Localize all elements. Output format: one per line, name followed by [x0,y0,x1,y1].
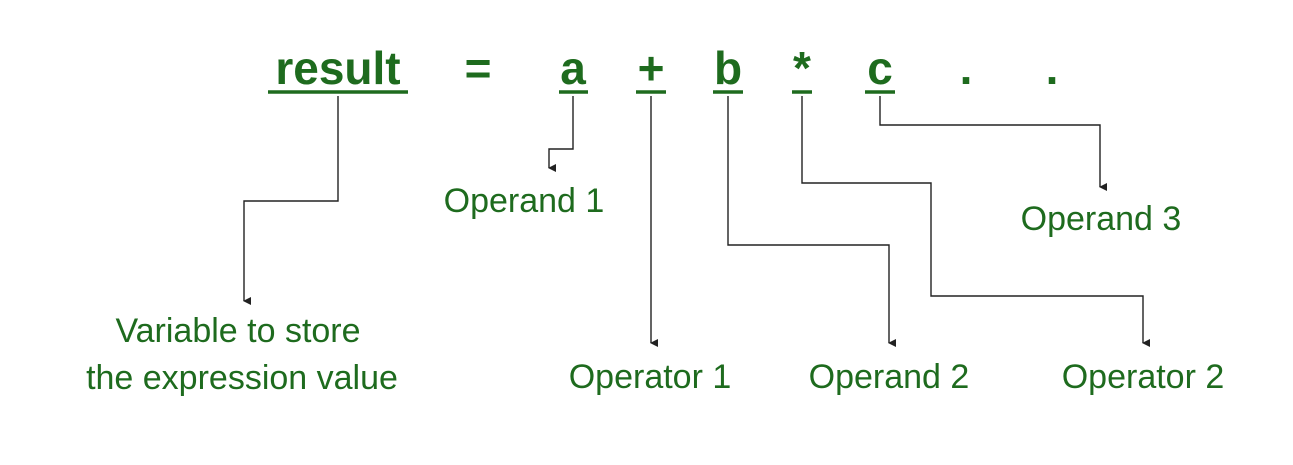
labels: Operand 1 Operand 3 Variable to store th… [86,182,1224,397]
connector-star [801,96,1150,347]
label-operator-2: Operator 2 [1062,358,1225,396]
token-dot-2: . [1046,42,1059,94]
label-operand-1: Operand 1 [444,182,605,220]
label-operator-1: Operator 1 [569,358,732,396]
label-operand-2: Operand 2 [809,358,970,396]
token-equals: = [465,42,492,94]
token-a: a [560,42,586,94]
token-c: c [867,42,893,94]
token-b: b [714,42,742,94]
connectors [243,96,1150,347]
token-plus: + [638,42,665,94]
expression-line: result = a + b * c . . [268,42,1058,94]
label-variable-line-2: the expression value [86,359,398,397]
connector-result [243,96,339,305]
token-star: * [793,42,811,94]
connector-a [548,96,574,172]
label-operand-3: Operand 3 [1021,200,1182,238]
label-variable-line-1: Variable to store [115,312,360,350]
token-result: result [275,42,400,94]
token-dot-1: . [960,42,973,94]
connector-b [727,96,896,347]
connector-c [879,96,1107,191]
